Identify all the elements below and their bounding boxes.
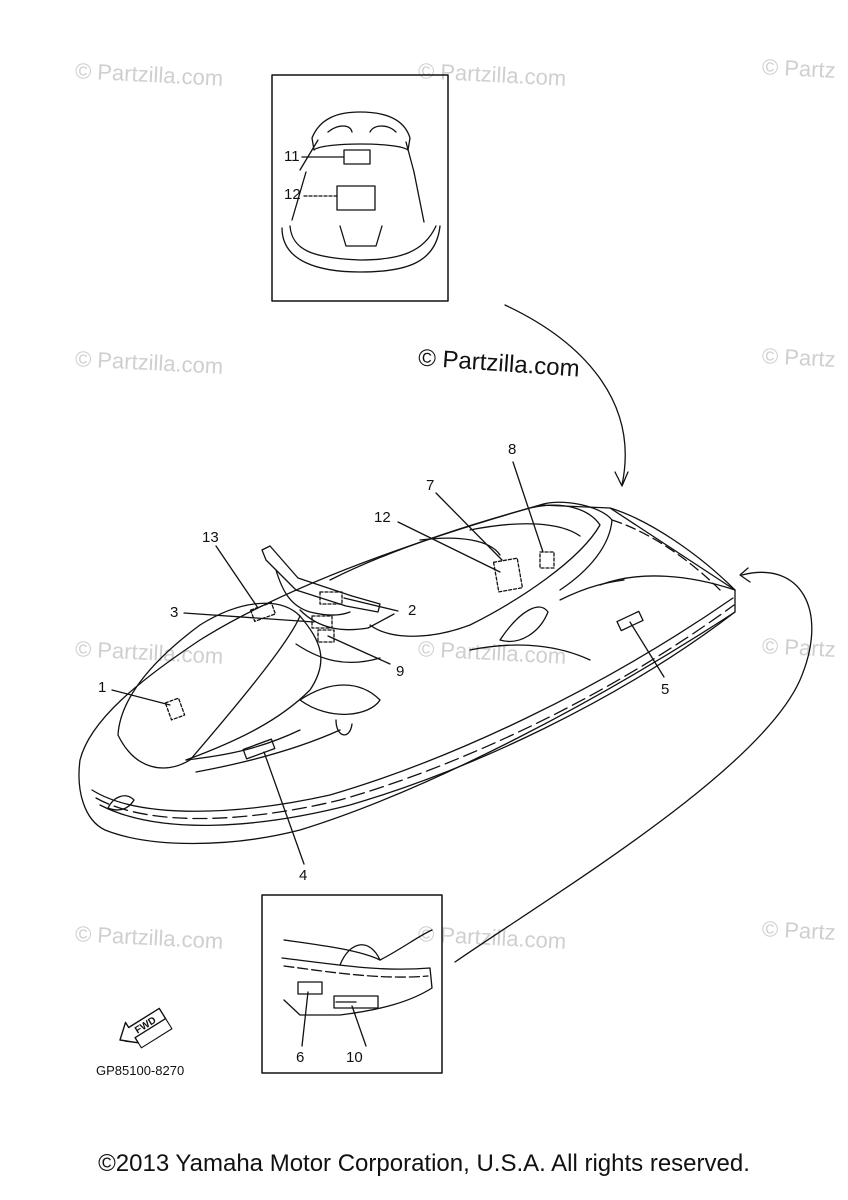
copyright-footer: ©2013 Yamaha Motor Corporation, U.S.A. A…: [98, 1150, 750, 1177]
callout-9: 9: [396, 663, 404, 680]
watercraft: [78, 501, 736, 845]
bottom-inset-frame: [261, 894, 443, 1074]
fwd-label: FWD: [133, 1015, 158, 1036]
label-12-main-patch: [492, 557, 524, 593]
label-8-patch: [539, 551, 555, 569]
leader-lines: [111, 461, 665, 865]
callout-1: 1: [98, 679, 106, 696]
callout-12-main: 12: [374, 509, 391, 526]
callout-13: 13: [202, 529, 219, 546]
callout-5: 5: [661, 681, 669, 698]
bottom-inset: 6 10: [261, 894, 443, 1074]
callout-8: 8: [508, 441, 516, 458]
label-2-patch: [319, 591, 343, 605]
diagram-code: GP85100-8270: [96, 1063, 184, 1078]
callout-7: 7: [426, 477, 434, 494]
label-6-patch: [297, 981, 323, 995]
label-13-patch: [249, 601, 277, 623]
label-10-patch: [333, 995, 379, 1009]
callout-4: 4: [299, 867, 307, 884]
callout-12-inset: 12: [284, 186, 301, 203]
callout-6: 6: [296, 1049, 304, 1066]
label-5-patch: [616, 610, 644, 632]
callout-2: 2: [408, 602, 416, 619]
callout-3: 3: [170, 604, 178, 621]
fwd-arrow-icon: FWD: [119, 1007, 173, 1049]
label-11-patch: [343, 149, 371, 165]
label-1-patch: [164, 697, 186, 721]
label-4-patch: [242, 738, 276, 760]
callout-11: 11: [284, 148, 300, 165]
label-9-patch: [317, 629, 335, 643]
inset-arrow-top: [504, 304, 626, 486]
inset-arrow-bottom: [454, 571, 813, 963]
callout-10: 10: [346, 1049, 363, 1066]
label-12-patch: [336, 185, 376, 211]
top-inset-frame: [271, 74, 449, 302]
top-inset: 11 12: [271, 74, 449, 302]
